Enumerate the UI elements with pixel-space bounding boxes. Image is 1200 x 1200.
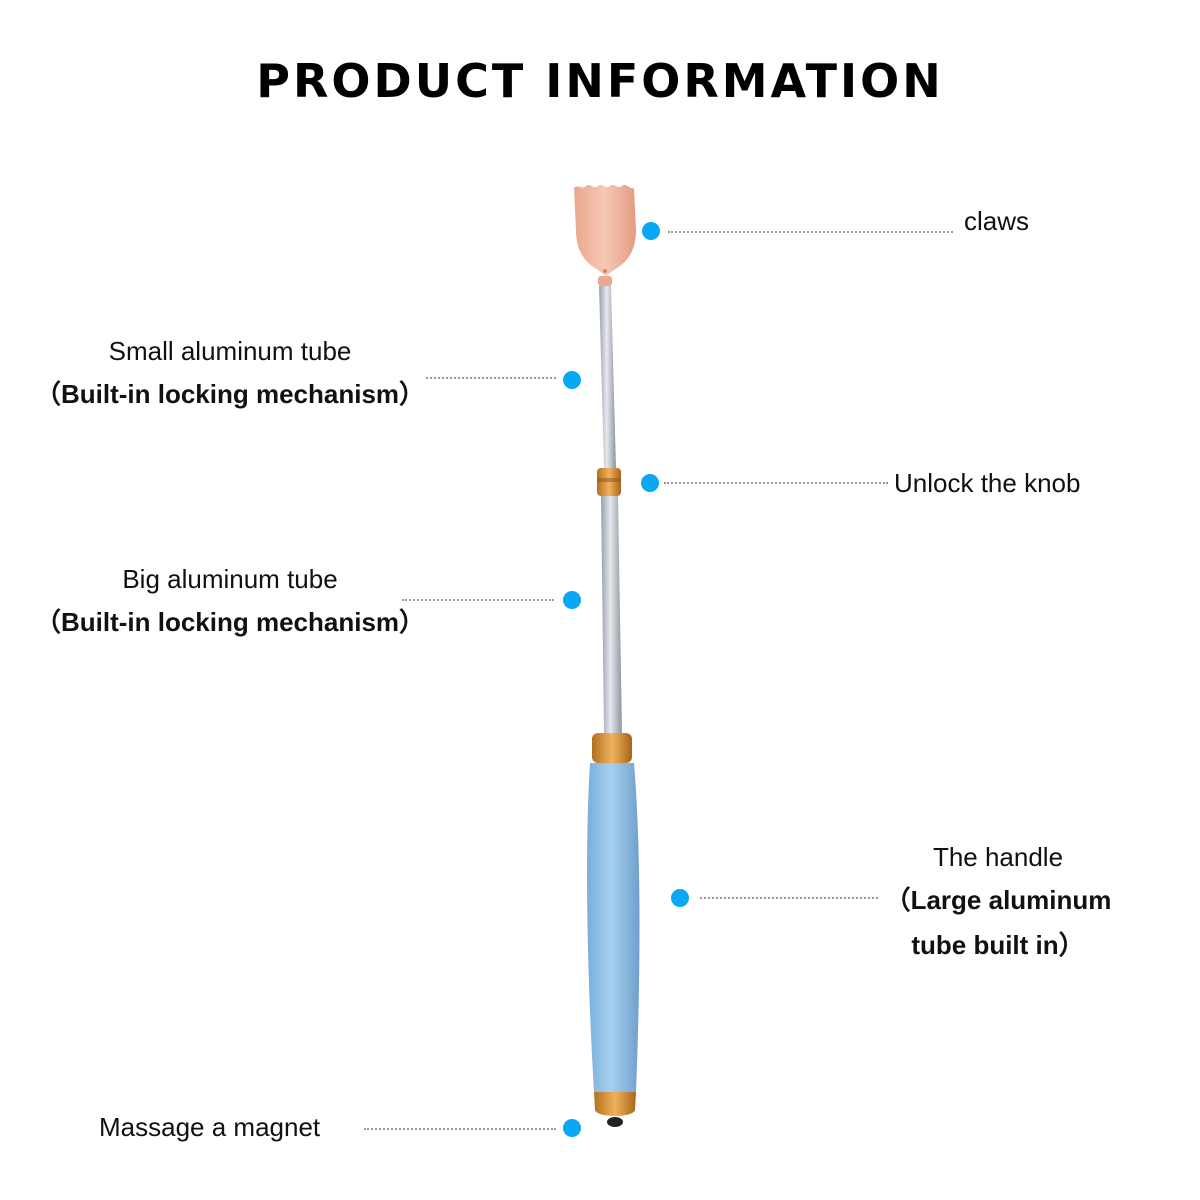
small-tube-label-line2: （Built-in locking mechanism） [34,379,426,410]
knob-label: Unlock the knob [894,468,1081,498]
big-tube-marker-dot [563,591,581,609]
knob-leader-line [664,482,888,484]
small-tube-marker-dot [563,371,581,389]
handle-label-line1: The handle [932,842,1064,872]
knob [597,468,621,496]
big-tube-leader-line [402,599,554,601]
handle-label-line3: tube built in） [911,930,1085,961]
small-tube-label-line1: Small aluminum tube [108,336,352,366]
knob-marker-dot [641,474,659,492]
claw-head [574,184,636,286]
big-tube [601,496,622,734]
handle-leader-line [700,897,878,899]
page-title: PRODUCT INFORMATION [256,54,944,108]
handle-label-line2: （Large aluminum [884,885,1112,916]
handle-marker-dot [671,889,689,907]
magnet-marker-dot [563,1119,581,1137]
claws-label: claws [964,206,1030,236]
big-tube-label: Big aluminum tube （Built-in locking mech… [20,564,440,638]
big-tube-label-line1: Big aluminum tube [122,564,338,594]
small-tube-leader-line [426,377,556,379]
small-tube [599,286,616,468]
claws-leader-line [668,231,953,233]
magnet-tip [607,1117,623,1127]
magnet-label: Massage a magnet [99,1112,321,1142]
small-tube-label: Small aluminum tube （Built-in locking me… [20,336,440,410]
handle-label: The handle （Large aluminum tube built in… [870,842,1126,962]
handle-bottom-cap [594,1092,636,1116]
claws-marker-dot [642,222,660,240]
handle [587,763,640,1092]
handle-top-cap [592,733,632,763]
big-tube-label-line2: （Built-in locking mechanism） [34,607,426,638]
magnet-leader-line [364,1128,556,1130]
